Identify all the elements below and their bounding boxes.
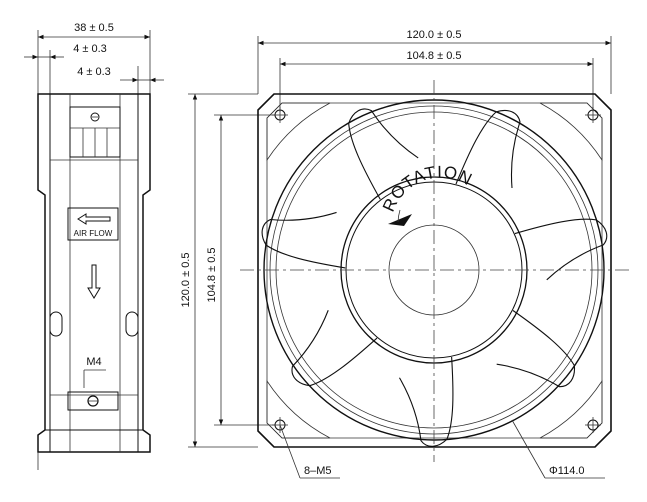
down-arrow-icon xyxy=(87,264,101,299)
depth-dimension: 38 ± 0.5 xyxy=(38,22,150,40)
width-dimension: 120.0 ± 0.5 xyxy=(258,29,611,46)
flange-dim-2-label: 4 ± 0.3 xyxy=(77,66,111,78)
height-dimension: 120.0 ± 0.5 xyxy=(180,94,198,447)
impeller-dia-label: Φ114.0 xyxy=(549,465,585,477)
holes-label: 8–M5 xyxy=(304,465,332,477)
hole-pitch-v-label: 104.8 ± 0.5 xyxy=(206,248,218,303)
hole-pitch-h-dimension: 104.8 ± 0.5 xyxy=(280,50,593,67)
impeller-blades xyxy=(261,108,608,447)
terminal-block xyxy=(69,106,121,158)
height-dim-label: 120.0 ± 0.5 xyxy=(180,253,192,308)
holes-callout: 8–M5 xyxy=(279,424,340,479)
flange-dimension-left: 4 ± 0.3 xyxy=(24,43,107,60)
airflow-label: AIR FLOW xyxy=(74,229,113,238)
flange-dimension-right: 4 ± 0.3 xyxy=(77,66,164,83)
mounting-holes xyxy=(272,107,601,433)
hole-pitch-v-dimension: 104.8 ± 0.5 xyxy=(206,115,224,425)
front-view: 120.0 ± 0.5 104.8 ± 0.5 120.0 ± 0.5 104.… xyxy=(180,29,632,479)
hole-pitch-h-label: 104.8 ± 0.5 xyxy=(407,50,462,62)
width-dim-label: 120.0 ± 0.5 xyxy=(407,29,462,41)
airflow-indicator: AIR FLOW xyxy=(67,207,119,241)
diameter-callout: Φ114.0 xyxy=(511,419,605,479)
side-view: 38 ± 0.5 4 ± 0.3 4 ± 0.3 xyxy=(24,22,164,470)
rotation-label: ROTATION xyxy=(379,162,476,214)
flange-dim-1-label: 4 ± 0.3 xyxy=(73,43,107,55)
screw-label: M4 xyxy=(86,356,101,368)
rotation-arrow-icon xyxy=(388,214,412,226)
fan-housing xyxy=(257,93,612,448)
ground-screw: M4 xyxy=(67,356,119,411)
depth-dim-label: 38 ± 0.5 xyxy=(74,22,114,34)
